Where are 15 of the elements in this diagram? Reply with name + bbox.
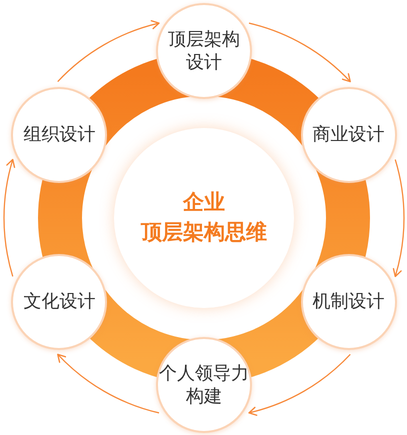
cycle-arrow [57, 20, 160, 82]
step-circle [156, 337, 252, 433]
step-label: 顶层架构设计 [167, 28, 241, 74]
cycle-arrow [4, 158, 16, 277]
step-label: 组织设计 [22, 123, 96, 146]
center-title: 顶层架构思维 [140, 220, 268, 246]
step-label: 机制设计 [312, 290, 386, 313]
cycle-arrow [248, 354, 351, 416]
cycle-arrow [248, 22, 351, 82]
step-label: 文化设计 [22, 290, 96, 313]
center-title: 企业 [182, 190, 226, 216]
cycle-arrow [57, 354, 160, 414]
cycle-arrow [392, 159, 404, 278]
step-label: 个人领导力构建 [158, 362, 250, 408]
step-label: 商业设计 [312, 123, 386, 146]
